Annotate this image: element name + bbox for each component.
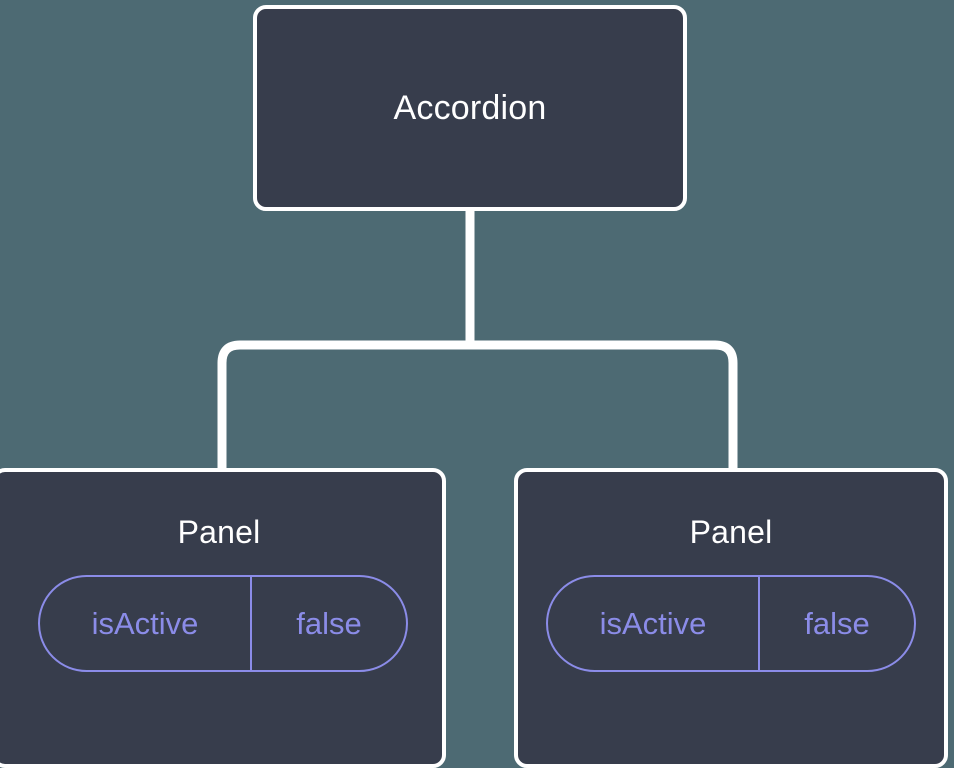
edge-bus-to-panel-left xyxy=(217,340,470,470)
node-title: Accordion xyxy=(393,89,547,127)
node-title: Panel xyxy=(177,514,261,550)
node-title: Panel xyxy=(689,514,773,550)
node-panel-right[interactable]: Panel isActive false xyxy=(514,468,948,768)
node-panel-left[interactable]: Panel isActive false xyxy=(0,468,446,768)
prop-badge-isactive[interactable]: isActive false xyxy=(546,575,916,672)
prop-key: isActive xyxy=(91,606,199,641)
prop-badge-isactive[interactable]: isActive false xyxy=(38,575,408,672)
prop-divider xyxy=(758,577,760,670)
edge-layer xyxy=(217,209,738,470)
node-accordion[interactable]: Accordion xyxy=(253,5,687,211)
component-tree-diagram: Accordion Panel isActive false Panel isA… xyxy=(0,5,948,768)
prop-value: false xyxy=(296,606,362,641)
prop-divider xyxy=(250,577,252,670)
edge-bus-to-panel-right xyxy=(470,340,738,470)
prop-key: isActive xyxy=(599,606,707,641)
prop-value: false xyxy=(804,606,870,641)
